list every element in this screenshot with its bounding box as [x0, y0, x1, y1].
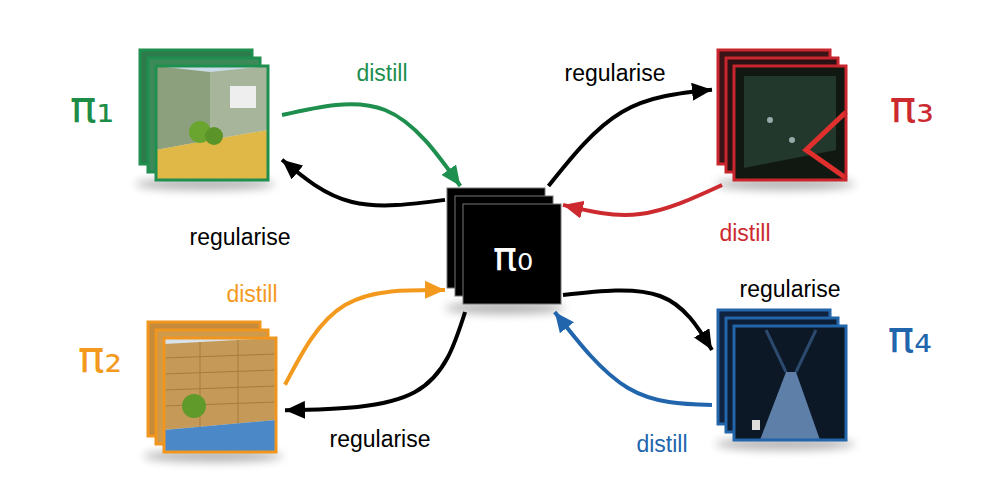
edge-label: distill — [356, 61, 407, 86]
curved-arrow — [563, 290, 712, 350]
curved-arrow — [548, 90, 712, 186]
card-shadows — [135, 178, 855, 462]
edge-label: distill — [636, 432, 687, 457]
game-screenshot-stack — [718, 50, 846, 180]
maze-screenshot-stack — [140, 50, 268, 180]
maze-screenshot-stack — [148, 322, 276, 452]
edge-label: distill — [226, 282, 277, 307]
policy-node: π₂ — [72, 318, 285, 460]
policy-node: π₀ — [445, 186, 563, 312]
policy-label: π₃ — [890, 85, 934, 129]
curved-arrow — [282, 104, 460, 186]
edge-label: distill — [719, 221, 770, 246]
policy-label: π₀ — [493, 236, 533, 276]
edge-label: regularise — [330, 427, 431, 452]
corridor-screenshot-stack — [718, 310, 846, 440]
edge-label: regularise — [565, 61, 666, 86]
policy-node: π₁ — [62, 45, 282, 185]
policy-card-stack — [447, 188, 561, 304]
policy-node: π₄ — [712, 305, 940, 455]
policy-label: π₂ — [78, 335, 122, 379]
policy-label: π₁ — [70, 85, 114, 129]
curved-arrow — [282, 160, 445, 206]
curved-arrow — [285, 290, 445, 385]
curved-arrow — [563, 185, 722, 215]
edge-label: regularise — [740, 277, 841, 302]
curved-arrow — [555, 312, 712, 405]
policy-node: π₃ — [712, 45, 940, 185]
policy-label: π₄ — [888, 315, 932, 359]
curved-arrow — [285, 312, 465, 410]
edge-label: regularise — [190, 225, 291, 250]
